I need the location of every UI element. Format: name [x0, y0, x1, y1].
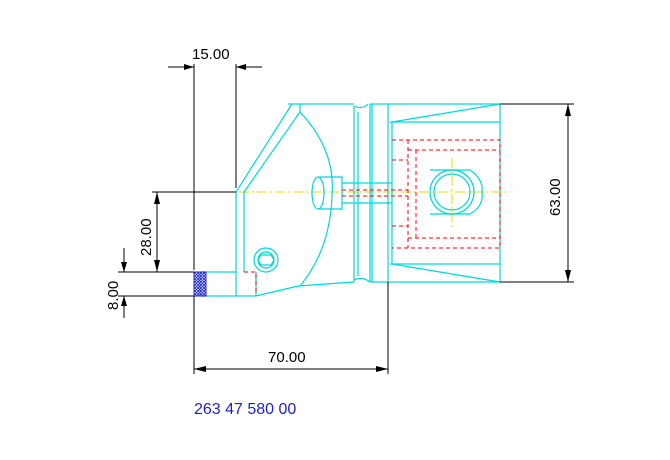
dim-top-width: 15.00 [192, 46, 230, 63]
dim-center-height: 28.00 [138, 218, 155, 256]
dimension-lines [118, 64, 574, 374]
dim-overall-height: 63.00 [547, 178, 564, 216]
centerlines [185, 158, 510, 228]
dim-insert-height: 8.00 [105, 281, 122, 310]
holder-outline [199, 103, 501, 297]
dim-overall-length: 70.00 [268, 349, 306, 366]
hidden-lines [244, 139, 501, 292]
cutting-insert [193, 271, 207, 297]
part-number: 263 47 580 00 [194, 401, 296, 418]
